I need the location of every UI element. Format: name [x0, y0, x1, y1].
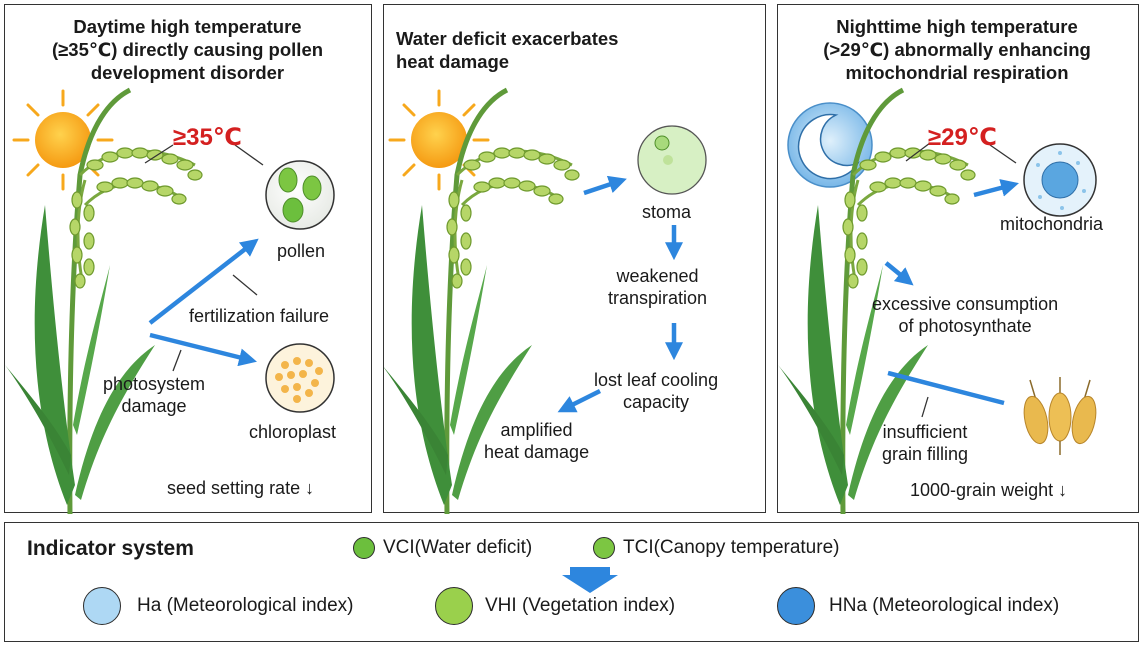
grain-weight-label: 1000-grain weight ↓: [910, 480, 1068, 500]
panel2-illustration: [384, 5, 707, 514]
arrow-to-chloroplast: [149, 332, 257, 367]
cooling-line1: lost leaf cooling: [594, 370, 719, 390]
indicator-system-legend: Indicator system VCI(Water deficit) TCI(…: [4, 522, 1139, 642]
chloroplast-label: chloroplast: [249, 422, 337, 442]
vhi-dot-icon: [435, 587, 473, 625]
amplified-heat-damage-label: amplified heat damage: [484, 419, 589, 463]
panel2-title: Water deficit exacerbates heat damage: [396, 27, 618, 73]
legend-title: Indicator system: [27, 537, 194, 560]
mitochondria-icon: [1023, 143, 1097, 217]
lost-leaf-cooling-label: lost leaf cooling capacity: [594, 369, 718, 413]
arrow-to-stoma: [583, 175, 627, 196]
consumption-line1: excessive consumption: [872, 294, 1059, 314]
seed-setting-rate-label: seed setting rate ↓: [167, 478, 315, 498]
grain-line1: insufficient: [882, 422, 968, 442]
stoma-label: stoma: [642, 202, 692, 222]
legend-item-tci: TCI(Canopy temperature): [593, 537, 839, 559]
photosystem-damage-label: photosystem damage: [103, 373, 205, 417]
transpiration-line2: transpiration: [608, 288, 708, 308]
temperature-threshold-35: ≥35℃: [173, 124, 242, 151]
arrow-to-mitochondria: [973, 179, 1019, 198]
mitochondria-label: mitochondria: [1000, 214, 1104, 234]
sun-icon: [12, 89, 114, 191]
legend-label-vhi: VHI (Vegetation index): [485, 595, 676, 616]
panel1-title-line1: Daytime high temperature: [73, 16, 302, 37]
amplified-line2: heat damage: [484, 442, 590, 462]
consumption-line2: of photosynthate: [898, 316, 1032, 336]
panel3-title: Nighttime high temperature (>29℃) abnorm…: [778, 15, 1136, 84]
ha-dot-icon: [83, 587, 121, 625]
panel3-title-line2: (>29℃) abnormally enhancing: [823, 39, 1091, 60]
pollen-icon: [265, 160, 335, 230]
rice-plant-icon: [5, 90, 202, 514]
panel-nighttime-heat: Nighttime high temperature (>29℃) abnorm…: [777, 4, 1139, 513]
panel1-title-line2: (≥35℃) directly causing pollen: [51, 39, 324, 60]
fertilization-failure-label: fertilization failure: [189, 306, 330, 326]
tci-dot-icon: [593, 537, 615, 559]
amplified-line1: amplified: [500, 420, 573, 440]
temp3-leader-right: [989, 144, 1017, 164]
arrow-to-pollen: [148, 238, 259, 325]
legend-item-vhi: VHI (Vegetation index): [435, 587, 675, 625]
legend-label-vci: VCI(Water deficit): [383, 537, 533, 558]
grain-leader: [921, 396, 929, 418]
legend-label-hna: HNa (Meteorological index): [829, 595, 1060, 616]
grain-line2: grain filling: [882, 444, 969, 464]
panel-water-deficit: Water deficit exacerbates heat damage st…: [383, 4, 766, 513]
legend-item-vci: VCI(Water deficit): [353, 537, 532, 559]
panel3-title-line1: Nighttime high temperature: [836, 16, 1078, 37]
hna-dot-icon: [777, 587, 815, 625]
cooling-line2: capacity: [623, 392, 690, 412]
line-to-grain: [887, 370, 1005, 406]
down-arrow-icon: [562, 567, 618, 593]
fertilization-leader: [232, 274, 258, 296]
legend-item-ha: Ha (Meteorological index): [83, 587, 354, 625]
panel1-illustration: [5, 5, 335, 514]
stoma-icon: [637, 125, 707, 195]
sun-icon: [388, 89, 490, 191]
temp-leader-left: [144, 144, 174, 164]
grain-icon: [1023, 377, 1097, 455]
excessive-consumption-label: excessive consumption of photosynthate: [872, 293, 1058, 337]
temp-leader-right: [234, 144, 264, 166]
panel3-title-line3: mitochondrial respiration: [845, 62, 1069, 83]
legend-item-hna: HNa (Meteorological index): [777, 587, 1059, 625]
photosystem-line2: damage: [121, 396, 187, 416]
photosystem-leader: [172, 349, 182, 372]
panel3-illustration: [778, 5, 1097, 514]
temperature-threshold-29: ≥29℃: [928, 124, 997, 151]
legend-label-tci: TCI(Canopy temperature): [623, 537, 840, 558]
pollen-label: pollen: [277, 241, 326, 261]
photosystem-line1: photosystem: [103, 374, 206, 394]
moon-icon: [787, 102, 873, 188]
panel1-title: Daytime high temperature (≥35℃) directly…: [5, 15, 370, 84]
arrow-to-consumption: [884, 261, 914, 286]
arrow-to-amplified: [557, 388, 602, 413]
panel2-title-line1: Water deficit exacerbates: [396, 28, 619, 49]
legend-label-ha: Ha (Meteorological index): [137, 595, 354, 616]
panel2-title-line2: heat damage: [396, 51, 510, 72]
weakened-transpiration-label: weakened transpiration: [608, 265, 707, 309]
panel1-title-line3: development disorder: [90, 62, 285, 83]
temp3-leader-left: [905, 142, 931, 162]
panel-daytime-heat: Daytime high temperature (≥35℃) directly…: [4, 4, 372, 513]
insufficient-grain-filling-label: insufficient grain filling: [882, 421, 968, 465]
vci-dot-icon: [353, 537, 375, 559]
transpiration-line1: weakened: [616, 266, 699, 286]
chloroplast-icon: [265, 343, 335, 413]
